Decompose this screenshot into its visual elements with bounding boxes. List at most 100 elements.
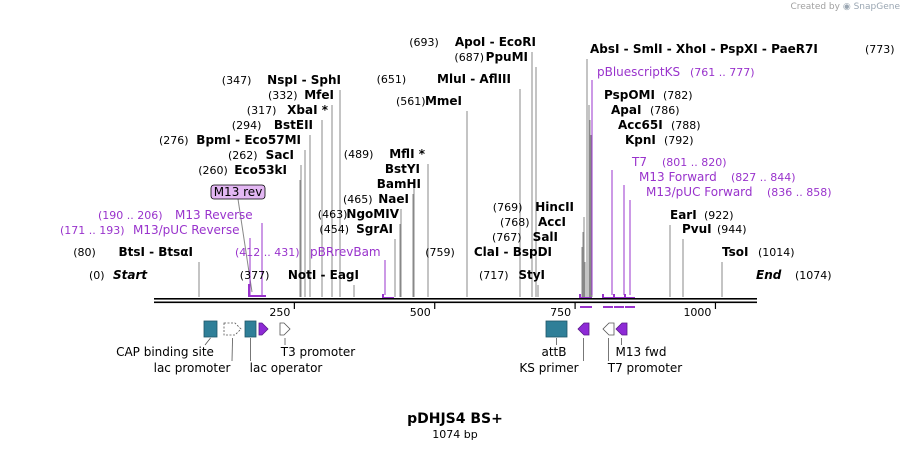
- site-name: BstEII: [274, 118, 313, 132]
- site-name: KpnI: [625, 133, 656, 147]
- site-label[interactable]: MluI - AflIII(651): [377, 72, 511, 86]
- site-position: (788): [671, 119, 701, 132]
- site-label[interactable]: KpnI(792): [625, 133, 694, 147]
- site-label[interactable]: BstYI: [385, 162, 420, 176]
- site-label[interactable]: PspOMI(782): [604, 88, 693, 102]
- primer-label[interactable]: M13/pUC Reverse(171 .. 193): [60, 223, 240, 237]
- feature-label: lac promoter: [154, 361, 231, 375]
- site-position: (332): [268, 89, 298, 102]
- site-label[interactable]: NaeI(465): [343, 192, 409, 206]
- site-label[interactable]: XbaI *(317): [247, 103, 329, 117]
- feature-leader: [204, 337, 211, 346]
- site-label[interactable]: MmeI(561): [396, 94, 462, 108]
- site-position: (377): [240, 269, 270, 282]
- site-position: (1074): [795, 269, 832, 282]
- primer-range: (836 .. 858): [767, 186, 832, 199]
- site-name: Start: [113, 268, 148, 282]
- site-label[interactable]: NspI - SphI(347): [222, 73, 341, 87]
- feature-label: T3 promoter: [280, 345, 356, 359]
- primer-label[interactable]: M13/pUC Forward(836 .. 858): [646, 185, 832, 199]
- site-name: ApaI: [611, 103, 641, 117]
- backbone: [154, 298, 757, 304]
- site-name: MmeI: [425, 94, 462, 108]
- primer-label[interactable]: M13 rev: [210, 184, 266, 200]
- site-position: (262): [228, 149, 258, 162]
- site-label[interactable]: TsoI(1014): [722, 245, 795, 259]
- primer-binding-bar: [614, 306, 624, 308]
- site-label[interactable]: MfeI(332): [268, 88, 334, 102]
- site-position: (768): [500, 216, 530, 229]
- primer-label[interactable]: pBluescriptKS(761 .. 777): [597, 65, 755, 79]
- site-name: HincII: [535, 200, 574, 214]
- site-label[interactable]: ClaI - BspDI(759): [425, 245, 552, 259]
- site-label[interactable]: BtsI - BtsαI(80): [73, 245, 193, 259]
- primer-name: M13 rev: [214, 185, 263, 199]
- feature[interactable]: [602, 322, 615, 336]
- feature[interactable]: [258, 322, 269, 336]
- site-label[interactable]: EarI(922): [670, 208, 734, 222]
- site-position: (463): [318, 208, 348, 221]
- site-label[interactable]: AbsI - SmlI - XhoI - PspXI - PaeR7I(773): [590, 42, 895, 56]
- site-label[interactable]: NgoMIV(463): [318, 207, 400, 221]
- site-label[interactable]: BamHI: [377, 177, 421, 191]
- primer-name: M13 Reverse: [175, 208, 253, 222]
- site-label[interactable]: End(1074): [756, 268, 832, 282]
- feature[interactable]: [203, 320, 218, 338]
- feature-label: CAP binding site: [116, 345, 214, 359]
- primer-label[interactable]: pBRrevBam(412 .. 431): [235, 245, 381, 259]
- primer-range: (190 .. 206): [98, 209, 163, 222]
- site-label[interactable]: SalI(767): [492, 230, 558, 244]
- site-label[interactable]: PvuI(944): [682, 222, 747, 236]
- feature[interactable]: [223, 322, 242, 336]
- site-position: (489): [344, 148, 374, 161]
- feature-arrow-right: [223, 322, 242, 336]
- site-name: AccI: [538, 215, 566, 229]
- site-label[interactable]: BpmI - Eco57MI(276): [159, 133, 301, 147]
- site-label[interactable]: ApaI (786): [611, 103, 680, 117]
- site-name: NgoMIV: [346, 207, 399, 221]
- primer-binding-bar: [580, 306, 592, 308]
- feature-arrow-right: [258, 322, 269, 336]
- credit-brand: SnapGene: [853, 2, 900, 12]
- site-position: (561): [396, 95, 426, 108]
- primer-label[interactable]: M13 Reverse (190 .. 206): [98, 208, 253, 222]
- feature[interactable]: [545, 320, 568, 338]
- site-label[interactable]: ApoI - EcoRI (693): [409, 35, 536, 49]
- site-label[interactable]: HincII (769): [493, 200, 574, 214]
- site-position: (693): [409, 36, 439, 49]
- site-position: (922): [704, 209, 734, 222]
- site-name: ApoI - EcoRI: [455, 35, 536, 49]
- site-name: SalI: [533, 230, 558, 244]
- site-label[interactable]: SacI(262): [228, 148, 294, 162]
- feature-box: [203, 320, 218, 338]
- site-labels: (0)Start BtsI - BtsαI(80) Eco53kI(260)SacI…: [73, 35, 894, 282]
- site-name: BstYI: [385, 162, 420, 176]
- site-name: Eco53kI: [234, 163, 287, 177]
- site-label[interactable]: BstEII(294): [232, 118, 313, 132]
- site-position: (1014): [758, 246, 795, 259]
- site-position: (773): [865, 43, 895, 56]
- feature[interactable]: [279, 322, 291, 336]
- site-label[interactable]: NotI - EagI(377): [240, 268, 359, 282]
- site-label[interactable]: (0)Start: [89, 268, 148, 282]
- site-label[interactable]: SgrAI(454): [319, 222, 393, 236]
- site-label[interactable]: StyI(717): [479, 268, 545, 282]
- primer-range: (412 .. 431): [235, 246, 300, 259]
- site-label[interactable]: MflI *(489): [344, 147, 426, 161]
- site-label[interactable]: PpuMI(687): [454, 50, 528, 64]
- primer-label[interactable]: M13 Forward(827 .. 844): [639, 170, 796, 184]
- primer-label[interactable]: T7(801 .. 820): [631, 155, 727, 169]
- feature[interactable]: [244, 320, 257, 338]
- feature[interactable]: [615, 322, 628, 336]
- site-position: (769): [493, 201, 523, 214]
- site-label[interactable]: Eco53kI(260): [198, 163, 287, 177]
- primer-name: T7: [631, 155, 647, 169]
- site-position: (786): [650, 104, 680, 117]
- site-name: SgrAI: [356, 222, 393, 236]
- site-label[interactable]: Acc65I(788): [618, 118, 701, 132]
- site-label[interactable]: AccI (768): [500, 215, 566, 229]
- scale-tick-label: 500: [410, 306, 431, 319]
- primer-range: (761 .. 777): [690, 66, 755, 79]
- feature[interactable]: [577, 322, 590, 336]
